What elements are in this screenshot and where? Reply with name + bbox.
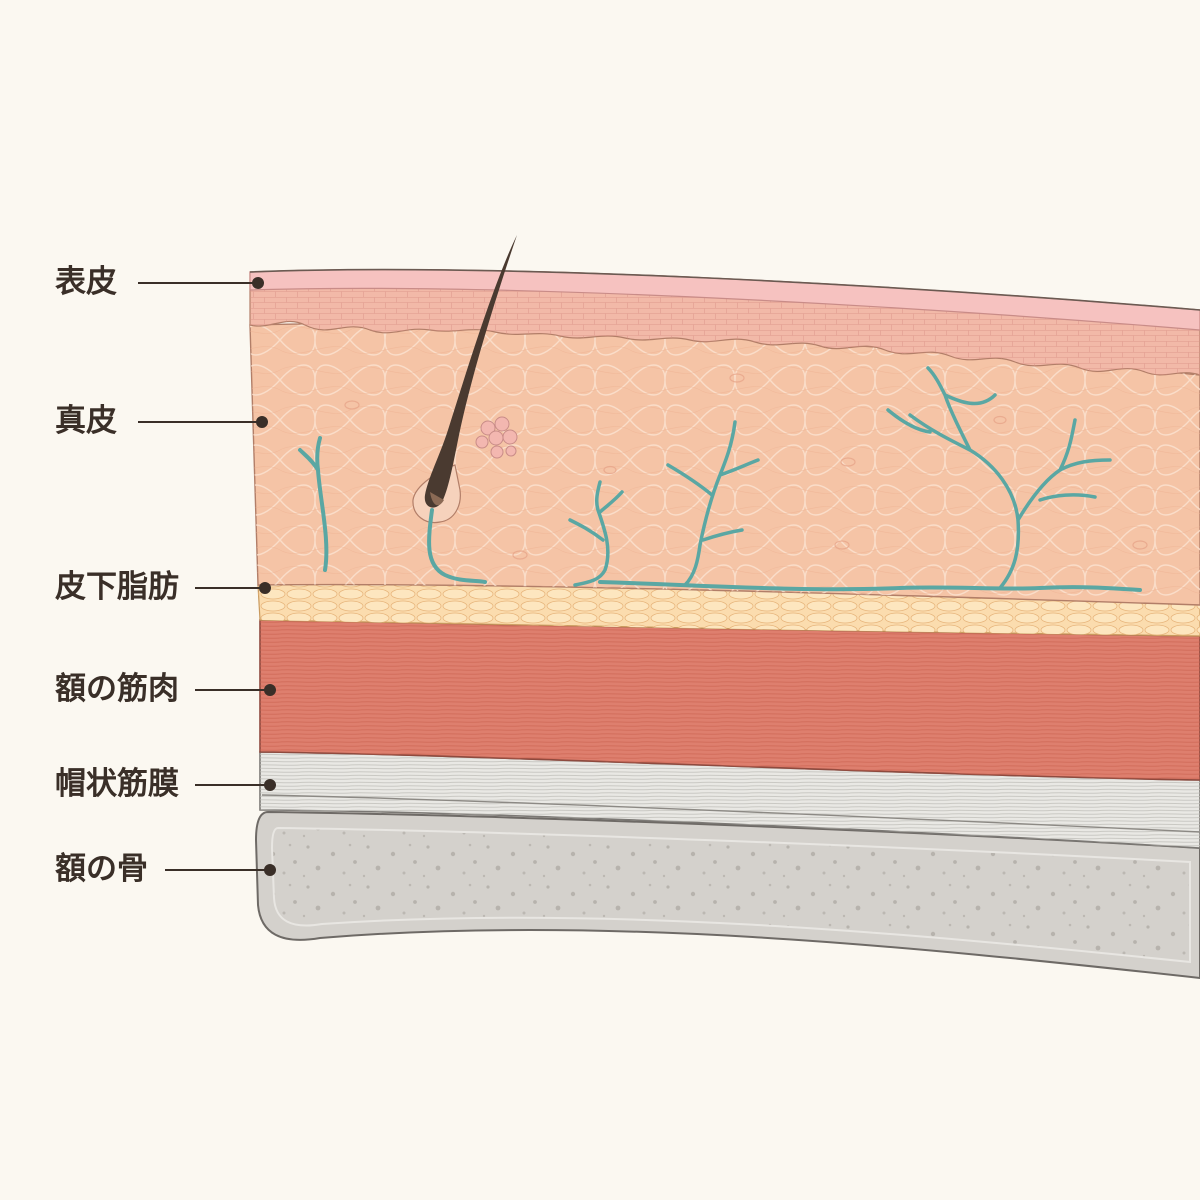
frontal-bone-layer <box>254 810 1200 980</box>
hair-follicle <box>412 235 517 524</box>
label-frontalis-muscle: 額の筋肉 <box>55 671 179 707</box>
blood-vessels <box>298 366 1142 592</box>
label-dermis: 真皮 <box>55 403 117 439</box>
label-frontal-bone: 額の骨 <box>55 851 148 887</box>
label-galea-aponeurotica: 帽状筋膜 <box>55 766 179 802</box>
frontalis-muscle-layer <box>259 619 1200 781</box>
epidermis-layer <box>249 268 1200 376</box>
label-subcutaneous-fat: 皮下脂肪 <box>55 569 179 605</box>
sebaceous-gland <box>475 416 518 459</box>
leader-lines <box>138 277 276 876</box>
label-epidermis: 表皮 <box>55 264 117 300</box>
